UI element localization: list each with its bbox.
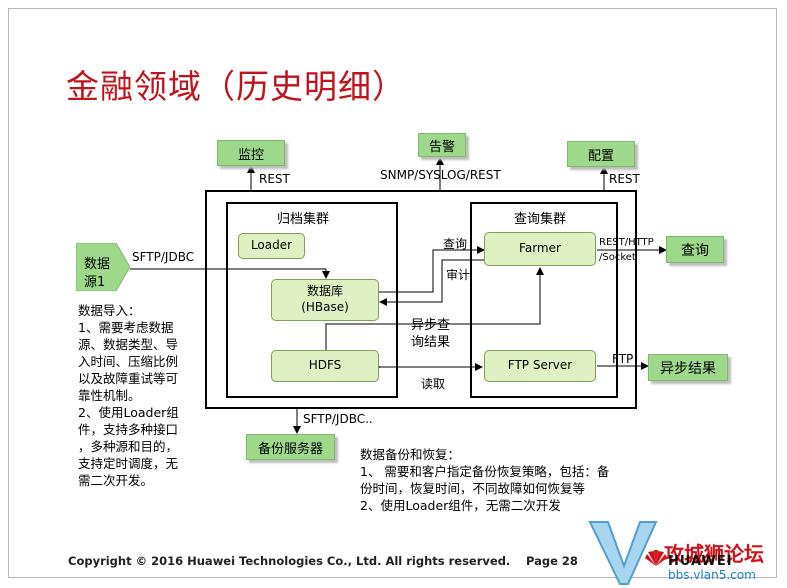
database-box: 数据库 (HBase) [271,279,379,321]
import-note-line: 1、需要考虑数据 [78,320,174,335]
query-output-box: 查询 [666,236,724,263]
page-title: 金融领域（历史明细） [66,67,406,106]
monitor-protocol-label: REST [259,172,290,186]
data-source-sub-label: 源1 [84,275,106,290]
page-number: Page 28 [526,554,578,568]
data-source-shape [76,243,130,291]
rest-http-label: REST/HTTP [599,237,654,248]
db-to-farmer-arrow [378,246,485,293]
backup-note-line: 1、 需要和客户指定备份恢复策略，包括：备 [360,464,610,479]
watermark-text: 攻城狮论坛 [664,542,764,566]
huawei-flower-icon [645,550,667,566]
huawei-brand: HUAWEI [668,554,733,569]
async-result-box: 异步结果 [648,354,728,381]
socket-label: /Socket [599,252,636,263]
ftp-server-box: FTP Server [484,350,596,382]
async-result-arrow [325,267,544,350]
import-note-line: 需二次开发。 [78,473,154,488]
query-cluster-frame [470,202,618,398]
async-result-sub-label: 询结果 [411,335,451,350]
read-label: 读取 [421,377,446,391]
alarm-box: 告警 [418,133,466,157]
import-note-line: 入时间、压缩比例 [78,354,179,369]
hdfs-box: HDFS [271,350,379,382]
config-protocol-label: REST [609,172,640,186]
farmer-box: Farmer [484,232,596,266]
database-label: 数据库 [306,284,343,299]
database-sub-label: (HBase) [301,300,349,314]
import-note-line: 2、使用Loader组 [78,405,179,420]
backup-note-line: 份时间，恢复时间，不同故障如何恢复等 [360,481,586,496]
import-notes: 数据导入： 1、需要考虑数据 源、数据类型、导 入时间、压缩比例 以及故障重试等… [78,302,203,489]
import-note-line: 源、数据类型、导 [78,337,179,352]
system-frame [205,190,637,409]
loader-box: Loader [238,233,305,259]
async-result-label: 异步查 [411,318,451,333]
alarm-protocol-label: SNMP/SYSLOG/REST [380,168,501,182]
import-note-line: 靠性机制。 [78,388,141,403]
query-label: 查询 [443,237,468,251]
audit-arrow [379,259,484,306]
ftp-label: FTP [612,352,634,366]
watermark-v-logo [588,521,658,585]
archive-cluster-frame [226,202,398,398]
watermark-url: bbs.vlan5.com [668,568,756,582]
monitor-box: 监控 [217,140,285,166]
source-to-db-arrow [130,268,330,279]
source-protocol-label: SFTP/JDBC [132,250,195,264]
backup-protocol-label: SFTP/JDBC.. [303,412,373,426]
audit-label: 审计 [446,268,471,282]
archive-cluster-title: 归档集群 [277,212,330,227]
data-source-label: 数据 [84,257,111,272]
backup-note-line: 2、使用Loader组件，无需二次开发 [360,498,561,513]
backup-server-box: 备份服务器 [246,434,335,460]
import-note-line: 以及故障重试等可 [78,371,179,386]
query-cluster-title: 查询集群 [514,212,567,227]
import-note-line: 支持定时调度，无 [78,456,179,471]
import-note-line: 数据导入： [78,303,141,318]
import-note-line: 件，支持多种接口 [78,422,179,437]
backup-notes: 数据备份和恢复： 1、 需要和客户指定备份恢复策略，包括：备 份时间，恢复时间，… [360,446,660,514]
copyright-text: Copyright © 2016 Huawei Technologies Co.… [68,554,511,568]
slide-border [8,8,777,578]
backup-note-line: 数据备份和恢复： [360,447,461,462]
config-box: 配置 [567,141,635,167]
import-note-line: ，多种源和目的， [78,439,179,454]
